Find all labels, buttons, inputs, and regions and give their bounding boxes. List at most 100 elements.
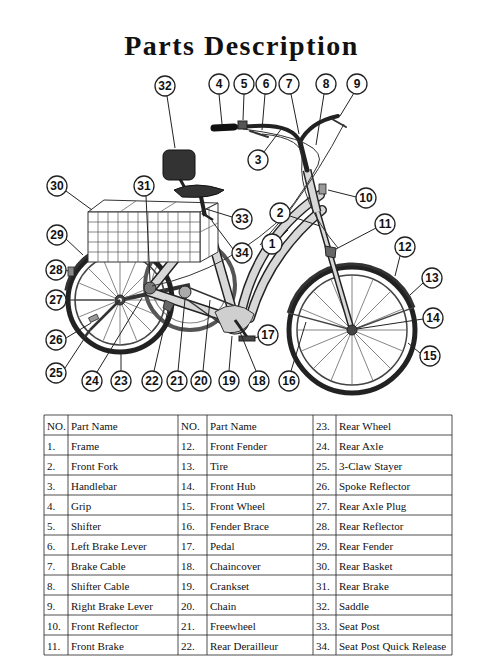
table-cell: 27. [316, 495, 334, 515]
part-name: Right Brake Lever [71, 600, 153, 612]
front-wheel-part-part [288, 313, 352, 330]
rear-basket-part [88, 212, 200, 262]
leader-lines-part [280, 230, 288, 238]
table-grid-part [44, 555, 452, 556]
front-wheel-part [317, 210, 352, 330]
table-cell: Left Brake Lever [71, 535, 176, 555]
part-number: 19. [181, 580, 195, 592]
callout-ring [234, 74, 254, 94]
part-number: 28. [316, 520, 330, 532]
callout-number: 12 [398, 241, 411, 253]
table-cell: 3. [47, 475, 66, 495]
table-grid-part [44, 595, 452, 596]
callout-ring [395, 237, 415, 257]
part-number: 6. [47, 540, 55, 552]
table-cell: Saddle [339, 595, 450, 615]
callout-number: 8 [323, 78, 330, 90]
part-number: 18. [181, 560, 195, 572]
part-name: Crankset [210, 580, 249, 592]
callout-ring [46, 260, 66, 280]
callout-ring [262, 234, 282, 254]
callout-ring [258, 325, 278, 345]
callout-circle: 14 [422, 307, 444, 329]
part-name: Pedal [210, 540, 234, 552]
callout-number: 26 [49, 334, 62, 346]
leader-lines-part [146, 196, 150, 281]
part-number: 4. [47, 500, 55, 512]
callout-number: 18 [252, 375, 265, 387]
table-cell: Freewheel [210, 615, 311, 635]
table-cell: 32. [316, 595, 334, 615]
rear-basket [88, 200, 218, 262]
callout-ring [111, 371, 131, 391]
part-number: 32. [316, 600, 330, 612]
part-number: 29. [316, 540, 330, 552]
front-wheel [288, 170, 415, 393]
table-cell: Shifter [71, 515, 176, 535]
table-cell: 10. [47, 615, 66, 635]
part-name: Seat Post Quick Release [339, 640, 446, 652]
rear-basket-part-part [88, 252, 200, 253]
rear-basket-part-part [98, 212, 99, 262]
part-number: 2. [47, 460, 55, 472]
table-cell: Seat Post Quick Release [339, 635, 450, 655]
part-name: Front Fender [210, 440, 267, 452]
part-name: Rear Basket [339, 560, 392, 572]
front-wheel-part [289, 267, 415, 393]
callout-circle: 7 [278, 73, 300, 95]
callout-circle: 8 [315, 73, 337, 95]
leader-lines-part [66, 300, 114, 301]
table-cell: 31. [316, 575, 334, 595]
callout-circle: 15 [419, 345, 441, 367]
table-grid-part [44, 435, 452, 436]
front-wheel-part [325, 246, 336, 258]
callout-circle: 26 [45, 329, 67, 351]
table-cell: 2. [47, 455, 66, 475]
callout-number: 33 [235, 213, 248, 225]
callout-circle: 11 [374, 213, 396, 235]
callout-circle: 3 [247, 149, 269, 171]
part-name: Rear Fender [339, 540, 393, 552]
part-number: 7. [47, 560, 55, 572]
part-number: 5. [47, 520, 55, 532]
rear-basket-part-part [178, 212, 179, 262]
rear-basket-part-part [108, 212, 109, 262]
table-grid [44, 415, 452, 655]
callout-ring [209, 74, 229, 94]
handlebar-part [300, 142, 307, 170]
part-name: Frame [71, 440, 99, 452]
callout-number: 2 [277, 207, 284, 219]
callout-circle: 9 [346, 73, 368, 95]
table-cell: 15. [181, 495, 205, 515]
table-grid-part [452, 415, 453, 655]
rear-brake [144, 282, 156, 294]
table-cell: 12. [181, 435, 205, 455]
callout-number: 24 [85, 375, 98, 387]
callout-ring [47, 176, 67, 196]
front-wheel-part-part-part [314, 292, 390, 368]
callout-circle: 32 [154, 75, 176, 97]
callout-circle: 22 [141, 370, 163, 392]
callout-circle: 20 [190, 370, 212, 392]
callout-circle: 19 [218, 370, 240, 392]
callout-number: 17 [261, 329, 274, 341]
table-cell: 8. [47, 575, 66, 595]
table-cell: 16. [181, 515, 205, 535]
part-number: 21. [181, 620, 195, 632]
part-name: Freewheel [210, 620, 256, 632]
part-name: Front Hub [210, 480, 256, 492]
table-cell: 20. [181, 595, 205, 615]
part-name: Part Name [71, 420, 118, 432]
leader-lines-part [408, 343, 420, 353]
callout-circle: 31 [133, 175, 155, 197]
part-number: 27. [316, 500, 330, 512]
front-wheel-part-part-part [302, 309, 402, 350]
part-number: 31. [316, 580, 330, 592]
callout-number: 31 [137, 180, 150, 192]
leader-lines-part [264, 128, 282, 152]
rear-basket-part-part [88, 232, 200, 233]
leader-lines-part [66, 323, 91, 338]
rear-basket-part-part [168, 212, 169, 262]
table-cell: Shifter Cable [71, 575, 176, 595]
leader-lines-part [291, 322, 306, 371]
